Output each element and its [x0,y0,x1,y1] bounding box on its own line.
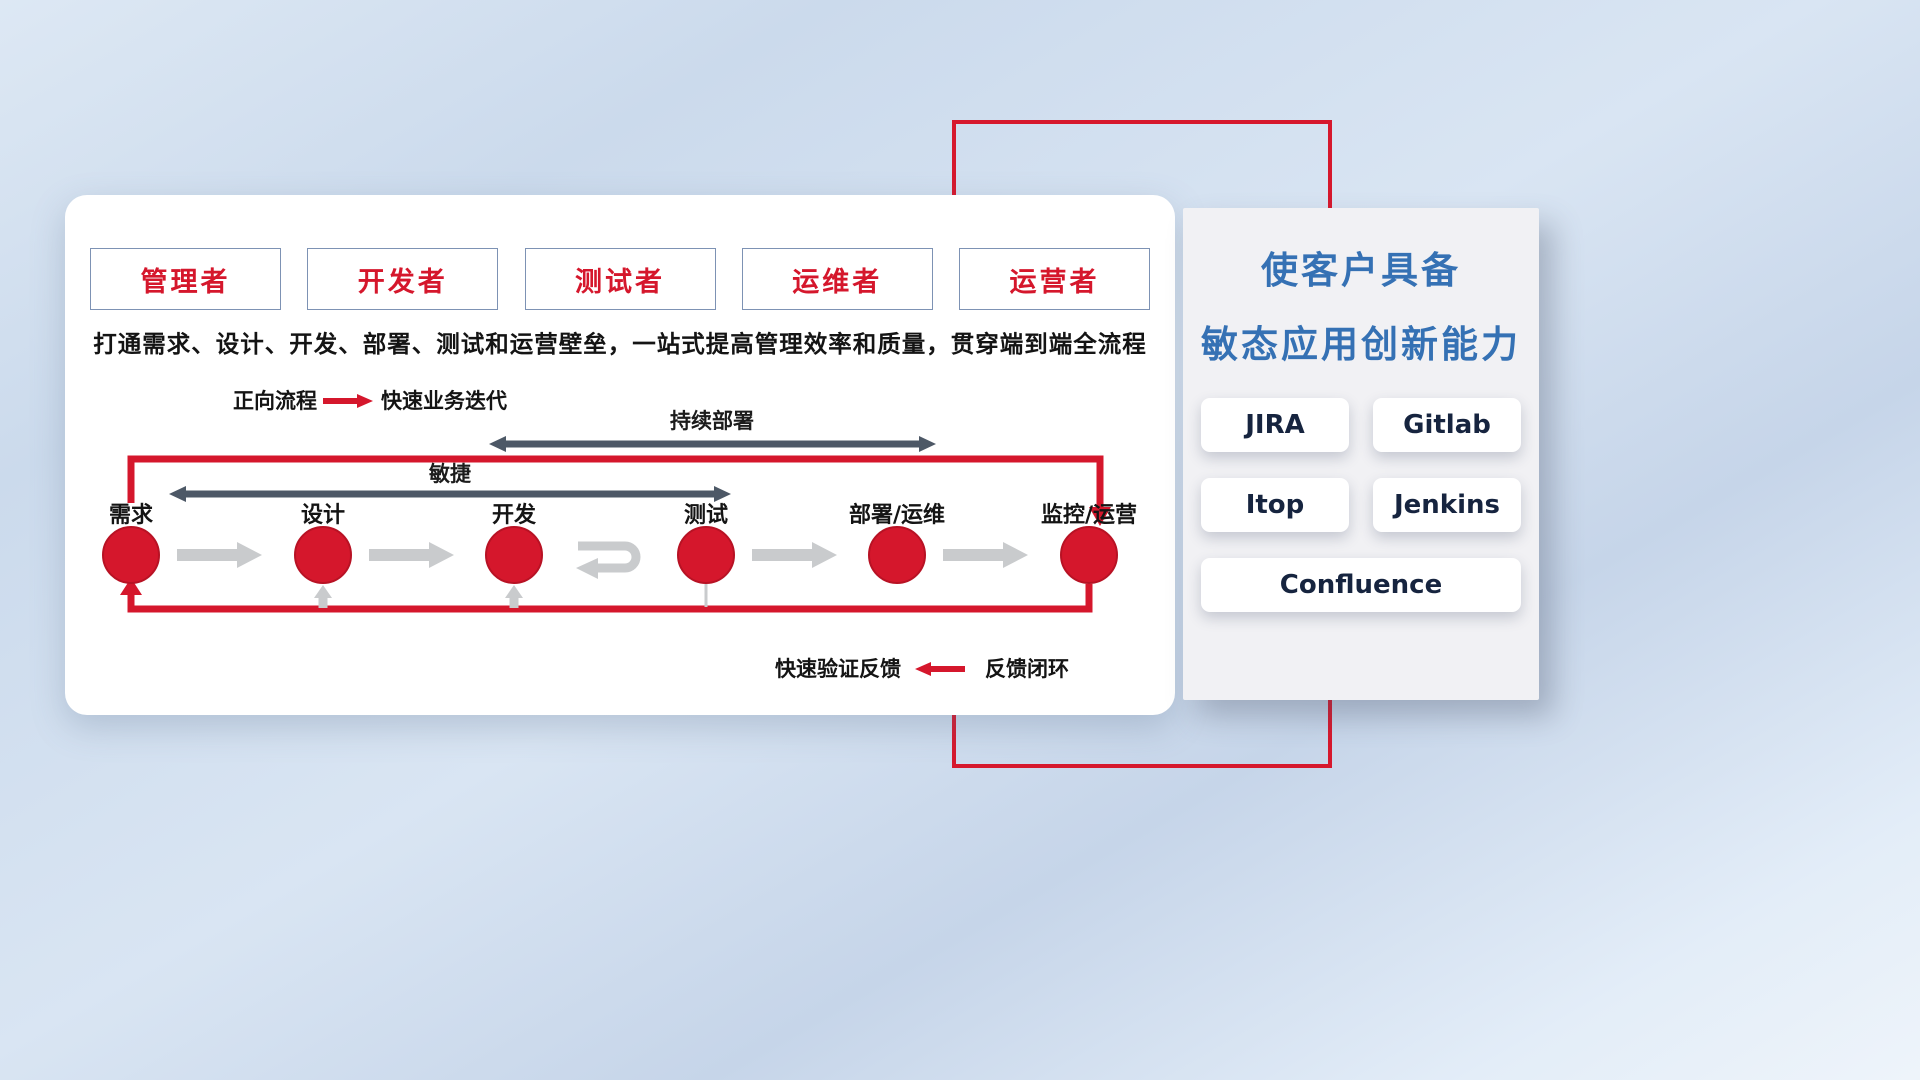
role-label: 测试者 [575,266,665,298]
tool-confluence: Confluence [1201,558,1521,612]
tool-gitlab: Gitlab [1373,398,1521,452]
red-loop-feedback-arrow [120,578,1093,613]
panel-title-line1: 使客户具备 [1261,249,1461,292]
stage-label-design: 设计 [301,503,345,528]
stage-circle-test [677,526,735,584]
forward-legend-value: 快速业务迭代 [381,389,507,413]
connector-arrow-4 [943,542,1028,568]
tool-itop: Itop [1201,478,1349,532]
workflow-card: 管理者 开发者 测试者 运维者 运营者 打通需求、设计、开发、部署、测试和运营壁… [65,195,1175,715]
role-box-ops: 运维者 [741,248,933,310]
panel-title: 使客户具备 敏态应用创新能力 [1183,234,1539,382]
tool-list: JIRA Gitlab Itop Jenkins Confluence [1201,398,1521,612]
role-box-developer: 开发者 [307,248,499,310]
stage-label-deploy-ops: 部署/运维 [849,502,945,528]
forward-legend-arrow-icon [323,394,373,408]
panel-title-line2: 敏态应用创新能力 [1201,323,1521,366]
feedback-legend-label: 反馈闭环 [985,657,1069,681]
devops-flow-diagram: 正向流程 快速业务迭代 持续部署 敏捷 [102,389,1137,681]
stage-circle-requirements [102,526,160,584]
feedback-legend-arrow-icon [915,662,965,676]
capability-panel: 使客户具备 敏态应用创新能力 JIRA Gitlab Itop Jenkins … [1183,208,1539,700]
red-loop-top-arrow [127,455,1111,526]
workflow-description: 打通需求、设计、开发、部署、测试和运营壁垒，一站式提高管理效率和质量，贯穿端到端… [93,330,1147,358]
continuous-deploy-arrow-icon [489,436,936,452]
stage-label-monitor-operate: 监控/运营 [1041,502,1137,528]
agile-arrow-icon [169,486,731,502]
stage-circle-monitor-operate [1060,526,1118,584]
connector-arrow-3 [752,542,837,568]
role-box-manager: 管理者 [90,248,281,310]
roles-row: 管理者 开发者 测试者 运维者 运营者 [90,248,1150,310]
stage-circle-develop [485,526,543,584]
continuous-deploy-label: 持续部署 [670,409,754,433]
stage-circle-deploy-ops [868,526,926,584]
forward-legend-label: 正向流程 [233,389,317,413]
connector-arrow-2 [369,542,454,568]
role-label: 管理者 [140,266,231,298]
stage-label-requirements: 需求 [109,503,153,528]
stage-circle-design [294,526,352,584]
stage-label-test: 测试 [684,503,728,528]
tool-jira: JIRA [1201,398,1349,452]
role-label: 运营者 [1009,266,1100,298]
feedback-stub-design-icon [314,585,332,608]
feedback-legend-value: 快速验证反馈 [775,657,901,681]
role-label: 运维者 [792,266,883,298]
feedback-stub-develop-icon [505,585,523,608]
agile-label: 敏捷 [428,462,471,486]
tool-jenkins: Jenkins [1373,478,1521,532]
stage-label-develop: 开发 [492,502,537,528]
connector-arrow-1 [177,542,262,568]
role-box-operator: 运营者 [959,248,1150,310]
role-box-tester: 测试者 [524,248,716,310]
role-label: 开发者 [357,266,448,298]
iterate-loop-icon [576,541,641,579]
